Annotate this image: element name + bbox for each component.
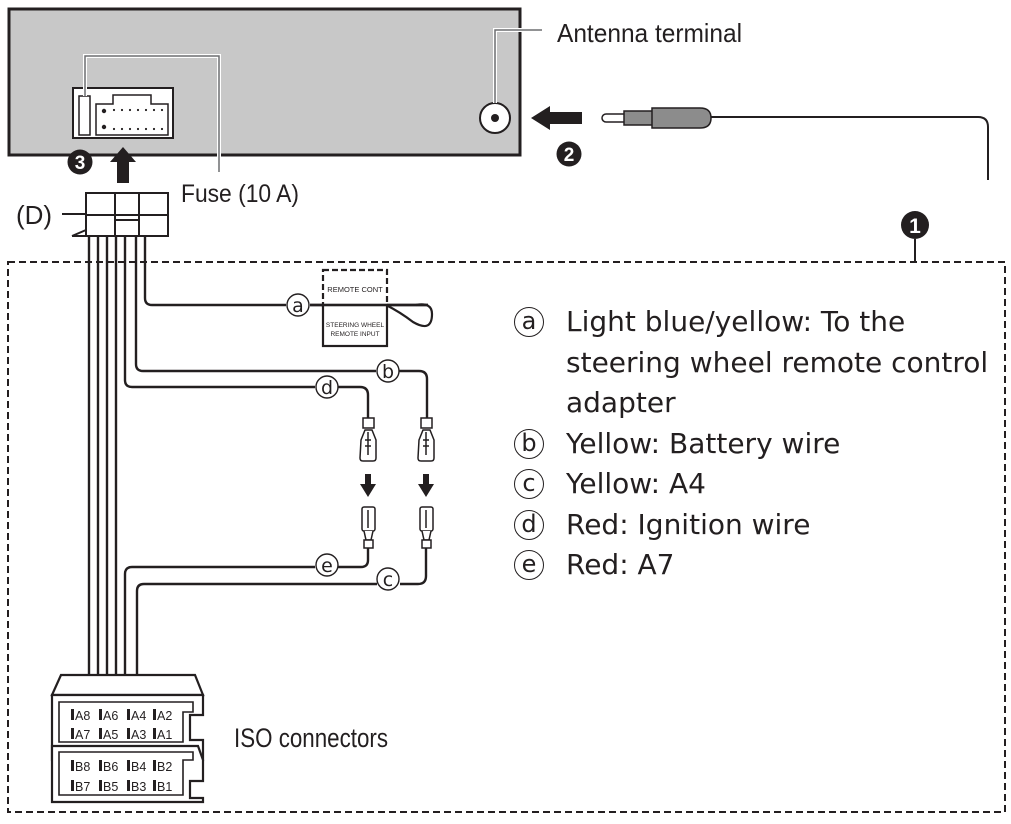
connector-d-label: (D) — [16, 200, 52, 230]
legend-text: Light blue/yellow: To the steering wheel… — [566, 305, 989, 419]
fuse-slot — [78, 95, 91, 136]
iso-pin-label: A8 — [75, 709, 90, 723]
legend-item-c: c Yellow: A4 — [514, 464, 994, 505]
iso-pin-marker — [153, 780, 156, 791]
iso-pin-label: A3 — [131, 728, 146, 742]
svg-text:e: e — [321, 555, 333, 577]
arrow-down-icon — [360, 474, 376, 497]
iso-pin-label: B5 — [103, 780, 118, 794]
legend-key-letter: c — [514, 469, 544, 499]
wire-c — [135, 548, 428, 676]
iso-pin-label: B6 — [103, 760, 118, 774]
iso-pin-label: A7 — [75, 728, 90, 742]
iso-pin-marker — [127, 728, 130, 739]
iso-pin-label: A2 — [157, 709, 172, 723]
arrow-down-icon — [418, 474, 434, 497]
iso-pin-marker — [99, 709, 102, 720]
legend-item-a: a Light blue/yellow: To the steering whee… — [514, 302, 994, 424]
legend-key-badge: c — [514, 464, 566, 499]
fuse-label: Fuse (10 A) — [181, 180, 299, 208]
svg-text:d: d — [321, 377, 333, 399]
iso-pin-marker — [153, 709, 156, 720]
wire-tag-b: b — [376, 359, 400, 383]
legend-key-letter: b — [514, 428, 544, 459]
iso-pin-marker — [71, 728, 74, 739]
legend-text: Yellow: A4 — [566, 467, 706, 500]
iso-pin-label: B2 — [157, 760, 172, 774]
iso-pin-marker — [127, 709, 130, 720]
legend-key-badge: a — [514, 302, 566, 337]
legend-text: Red: A7 — [566, 548, 675, 581]
male-connector-b — [417, 417, 435, 462]
wire-b — [134, 236, 429, 418]
antenna-plug — [601, 107, 712, 129]
svg-text:3: 3 — [75, 153, 86, 174]
female-connector-e — [361, 506, 376, 549]
svg-text:1: 1 — [909, 215, 921, 238]
iso-connector — [50, 673, 205, 804]
svg-text:STEERING WHEEL: STEERING WHEEL — [326, 322, 385, 329]
legend-key-letter: e — [514, 550, 544, 580]
svg-text:c: c — [383, 569, 393, 591]
step-1-badge: 1 — [901, 211, 929, 262]
iso-pin-label: B8 — [75, 760, 90, 774]
wire-tag-c: c — [376, 567, 400, 591]
iso-pin-marker — [99, 728, 102, 739]
legend-item-e: e Red: A7 — [514, 545, 994, 586]
arrow-up-icon — [110, 147, 136, 183]
iso-pin-label: A6 — [103, 709, 118, 723]
svg-text:REMOTE INPUT: REMOTE INPUT — [330, 331, 379, 338]
iso-pin-label: A5 — [103, 728, 118, 742]
antenna-terminal-label: Antenna terminal — [557, 18, 742, 48]
wire-d — [123, 236, 370, 418]
svg-text:2: 2 — [564, 145, 575, 166]
svg-text:REMOTE CONT: REMOTE CONT — [327, 285, 383, 294]
wire-bundle — [87, 236, 118, 676]
iso-pin-marker — [153, 728, 156, 739]
wire-legend: a Light blue/yellow: To the steering whee… — [514, 302, 994, 586]
wire-tag-d: d — [315, 375, 339, 399]
iso-pin-marker — [99, 760, 102, 771]
legend-key-letter: d — [514, 509, 544, 540]
svg-text:b: b — [382, 361, 394, 383]
female-connector-c — [419, 506, 434, 549]
iso-pin-marker — [153, 760, 156, 771]
legend-text: Yellow: Battery wire — [566, 426, 841, 460]
iso-pin-marker — [99, 780, 102, 791]
iso-pin-marker — [71, 760, 74, 771]
iso-pin-marker — [71, 709, 74, 720]
wiring-harness-boundary — [7, 261, 1006, 813]
iso-pin-label: A4 — [131, 709, 146, 723]
iso-pin-label: B3 — [131, 780, 146, 794]
iso-pin-label: A1 — [157, 728, 172, 742]
legend-text: Red: Ignition wire — [566, 507, 811, 541]
legend-key-badge: e — [514, 545, 566, 580]
legend-item-b: b Yellow: Battery wire — [514, 424, 994, 465]
legend-key-letter: a — [514, 307, 544, 337]
step-3-badge: 3 — [67, 149, 93, 175]
step-2-badge: 2 — [556, 141, 582, 167]
iso-pin-marker — [71, 780, 74, 791]
wire-e — [123, 548, 370, 676]
iso-pin-label: B7 — [75, 780, 90, 794]
wire-tag-e: e — [315, 553, 339, 577]
remote-control-adapter: REMOTE CONT STEERING WHEEL REMOTE INPUT — [310, 268, 428, 348]
unit-connector-socket — [72, 87, 174, 139]
iso-pin-label: B4 — [131, 760, 146, 774]
iso-pin-marker — [127, 760, 130, 771]
legend-key-badge: b — [514, 424, 566, 459]
wire-tag-a: a — [286, 293, 310, 317]
iso-pin-marker — [127, 780, 130, 791]
iso-pin-label: B1 — [157, 780, 172, 794]
arrow-left-icon — [531, 106, 582, 130]
legend-item-d: d Red: Ignition wire — [514, 505, 994, 546]
antenna-cable — [711, 116, 989, 180]
harness-connector-d — [71, 192, 169, 237]
male-connector-d — [359, 417, 377, 462]
legend-key-badge: d — [514, 505, 566, 540]
iso-connectors-label: ISO connectors — [234, 723, 388, 753]
svg-text:a: a — [292, 295, 304, 317]
